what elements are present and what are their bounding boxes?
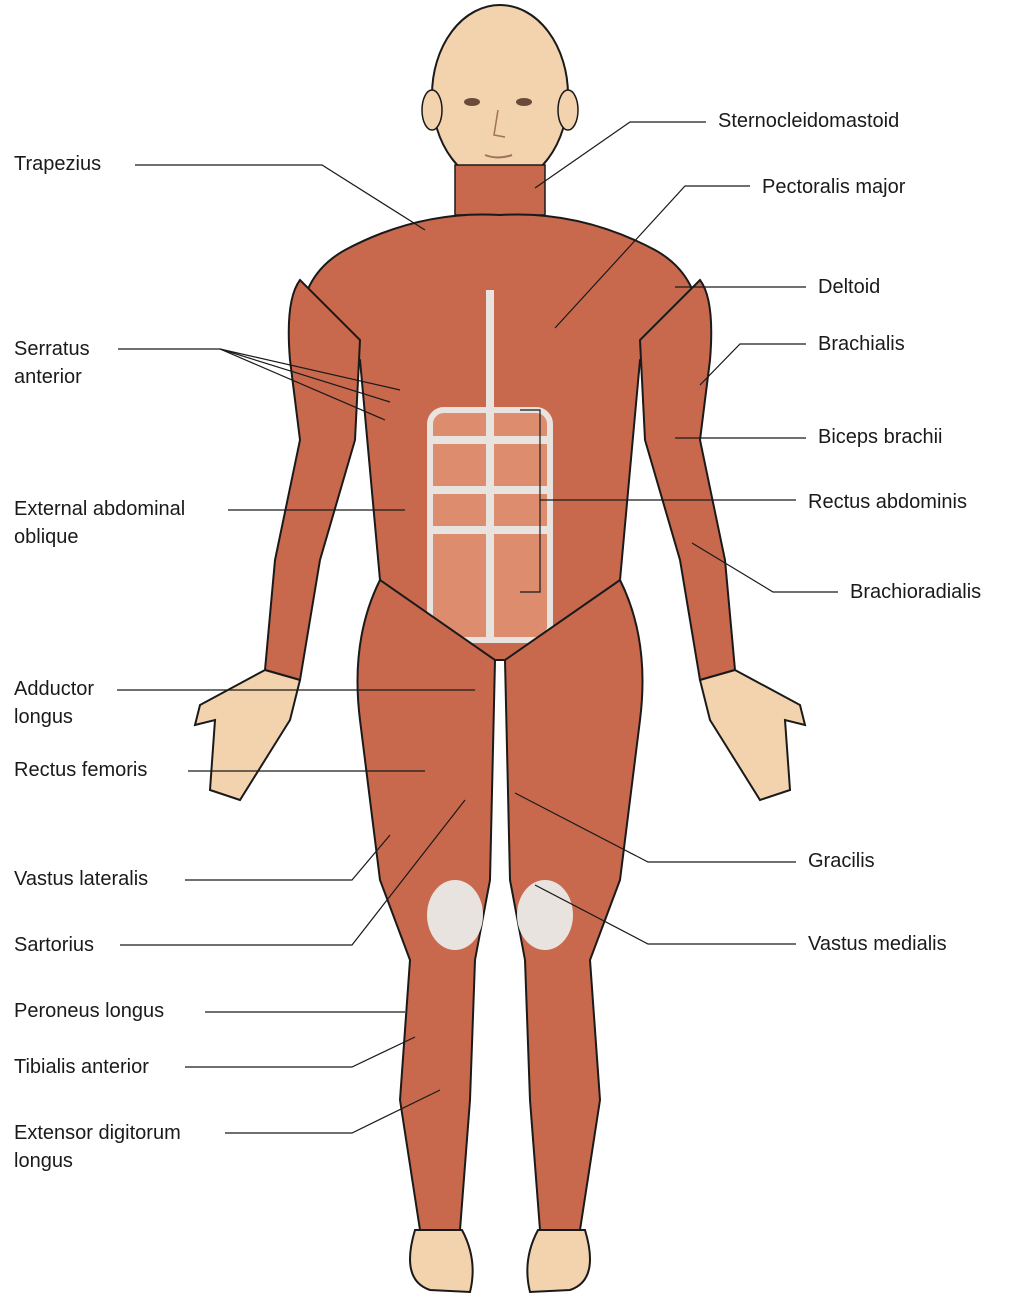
right-eye [516,98,532,106]
right-foot [527,1230,590,1292]
label-extensor-digitorum-longus-line1: Extensor digitorum [14,1119,181,1147]
body-silhouette [195,5,805,1292]
label-adductor-longus-line1: Adductor [14,675,94,703]
left-foot [410,1230,473,1292]
left-eye [464,98,480,106]
right-ear [558,90,578,130]
label-sternocleidomastoid: Sternocleidomastoid [718,107,899,135]
label-tibialis-anterior: Tibialis anterior [14,1053,149,1081]
label-sartorius: Sartorius [14,931,94,959]
label-biceps-brachii: Biceps brachii [818,423,943,451]
label-brachialis: Brachialis [818,330,905,358]
label-adductor-longus-line2: longus [14,703,73,731]
vastus-lateralis-leader [185,835,390,880]
label-external-abdominal-oblique-line1: External abdominal [14,495,185,523]
right-hand [700,670,805,800]
label-trapezius: Trapezius [14,150,101,178]
label-serratus-anterior-line1: Serratus [14,335,90,363]
label-serratus-anterior-line2: anterior [14,363,82,391]
label-extensor-digitorum-longus-line2: longus [14,1147,73,1175]
left-knee [427,880,483,950]
label-brachioradialis: Brachioradialis [850,578,981,606]
label-peroneus-longus: Peroneus longus [14,997,164,1025]
label-gracilis: Gracilis [808,847,875,875]
label-vastus-lateralis: Vastus lateralis [14,865,148,893]
trapezius-leader [135,165,425,230]
label-pectoralis-major: Pectoralis major [762,173,905,201]
label-external-abdominal-oblique-line2: oblique [14,523,79,551]
label-vastus-medialis: Vastus medialis [808,930,947,958]
label-deltoid: Deltoid [818,273,880,301]
neck [455,165,545,215]
left-arm [265,280,360,680]
left-ear [422,90,442,130]
label-rectus-femoris: Rectus femoris [14,756,147,784]
brachialis-leader [700,344,806,385]
tibialis-leader [185,1037,415,1067]
right-arm [640,280,735,680]
label-rectus-abdominis: Rectus abdominis [808,488,967,516]
